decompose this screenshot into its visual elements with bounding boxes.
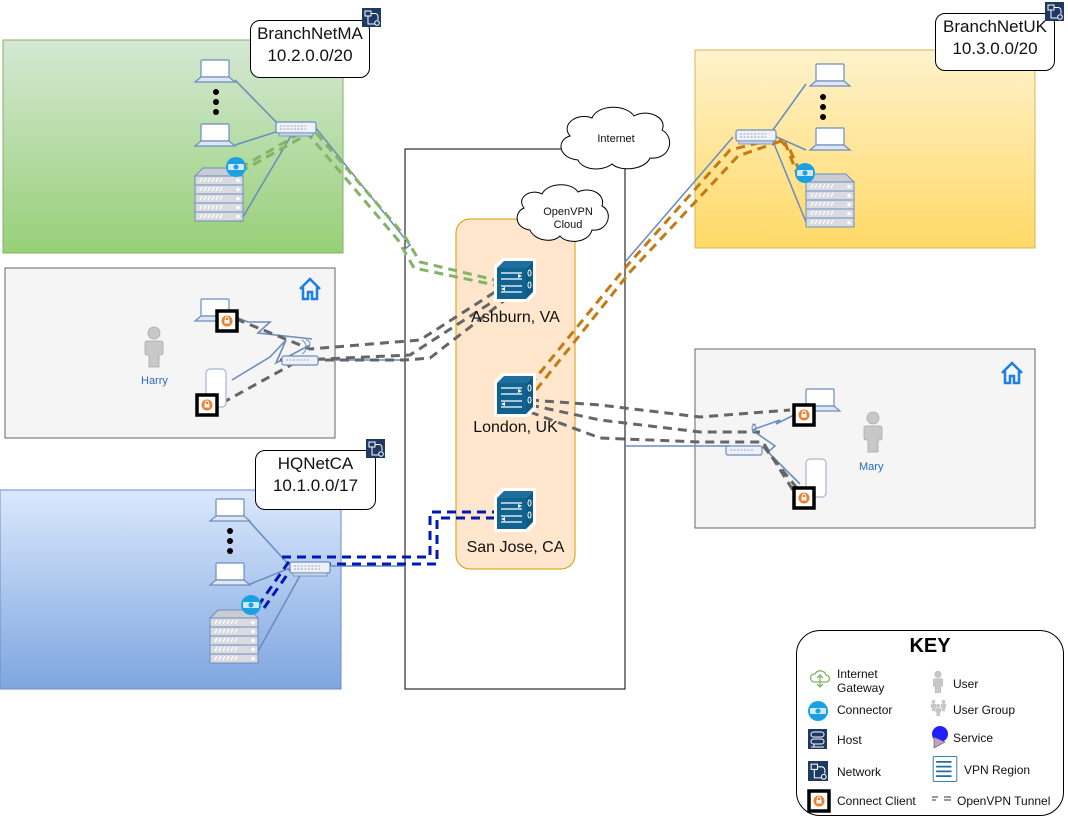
tunnel-mary: [529, 398, 802, 496]
internet-gateway-icon: [809, 670, 831, 688]
openvpn-cloud: [516, 184, 609, 242]
connect-client-icon: [807, 789, 831, 813]
server-icon: [209, 609, 259, 664]
user-harry-label: Harry: [141, 375, 168, 387]
laptop-icon: [809, 127, 851, 151]
connector-icon: [808, 701, 828, 721]
legend-vpn-region: VPN Region: [964, 763, 1031, 777]
network-name: BranchNetMA: [257, 24, 363, 43]
legend-connector: Connector: [837, 703, 893, 717]
switch-icon: [275, 121, 317, 137]
region-ashburn-label: Ashburn, VA: [471, 309, 560, 326]
tunnel-branch-ma: [239, 125, 496, 287]
user-mary-label: Mary: [859, 461, 884, 473]
connector-icon: [795, 163, 815, 183]
hq-ca-devices: [209, 498, 331, 664]
home-mary-devices: [725, 361, 1024, 510]
network-name: BranchNetUK: [943, 17, 1047, 36]
network-icon: [366, 439, 385, 458]
service-icon: [932, 726, 948, 749]
legend-user: User: [953, 677, 979, 691]
connect-client-icon: [792, 403, 816, 427]
legend-network: Network: [837, 765, 882, 779]
network-icon: [362, 8, 381, 27]
legend-service: Service: [953, 731, 994, 745]
network-icon: [808, 761, 828, 781]
home-harry-zone: [4, 267, 336, 439]
openvpn-cloud-label: OpenVPN Cloud: [543, 206, 593, 231]
region-sanjose-label: San Jose, CA: [466, 539, 565, 556]
user-group-icon: [930, 699, 947, 717]
host-icon: [808, 729, 827, 749]
vpn-region-icon: [932, 756, 958, 782]
user-icon: [933, 671, 943, 693]
openvpn-tunnel-icon: [932, 796, 951, 801]
laptop-icon: [194, 59, 236, 83]
internet-label: Internet: [597, 133, 635, 145]
network-cidr: 10.1.0.0/17: [272, 476, 359, 495]
branch-uk-devices: [735, 63, 855, 228]
legend-openvpn-tunnel: OpenVPN Tunnel: [957, 794, 1051, 808]
legend-title: KEY: [909, 635, 951, 657]
connector-icon: [226, 157, 246, 177]
network-name: HQNetCA: [277, 454, 354, 473]
network-cidr: 10.2.0.0/20: [267, 46, 353, 65]
switch-icon: [735, 129, 777, 145]
connect-client-icon: [792, 486, 816, 510]
wireless-router-icon: [725, 445, 763, 456]
vpn-region-icon: [493, 487, 537, 533]
wireless-router-icon: [281, 355, 319, 366]
hq-ca-label: HQNetCA 10.1.0.0/17: [255, 450, 376, 510]
connect-client-icon: [195, 393, 219, 417]
network-icon: [1045, 2, 1064, 21]
vpn-region-icon: [493, 257, 537, 303]
connect-client-icon: [215, 309, 239, 333]
legend-connect-client: Connect Client: [837, 794, 916, 808]
internet-cloud: [560, 106, 671, 170]
legend: KEY Internet Gateway Connector Host Netw…: [796, 630, 1064, 816]
switch-icon: [289, 561, 331, 577]
laptop-icon: [809, 63, 851, 87]
vpn-region-icon: [493, 372, 537, 418]
server-icon: [805, 173, 855, 228]
home-harry-devices: [144, 277, 322, 417]
connector-icon: [241, 595, 261, 615]
legend-internet-gateway: Internet Gateway: [837, 667, 885, 695]
laptop-icon: [209, 498, 251, 522]
branch-uk-zone: [694, 49, 1036, 249]
internet-boundary: [404, 148, 626, 690]
network-cidr: 10.3.0.0/20: [952, 39, 1038, 58]
legend-host: Host: [837, 733, 862, 747]
laptop-icon: [209, 562, 251, 586]
branch-ma-label: BranchNetMA 10.2.0.0/20: [250, 20, 370, 78]
legend-user-group: User Group: [953, 703, 1016, 717]
hq-ca-zone: [0, 489, 342, 690]
tunnel-harry: [221, 290, 506, 405]
region-london-label: London, UK: [473, 419, 558, 436]
branch-uk-label: BranchNetUK 10.3.0.0/20: [935, 13, 1055, 71]
laptop-icon: [194, 123, 236, 147]
branch-ma-devices: [194, 59, 317, 222]
